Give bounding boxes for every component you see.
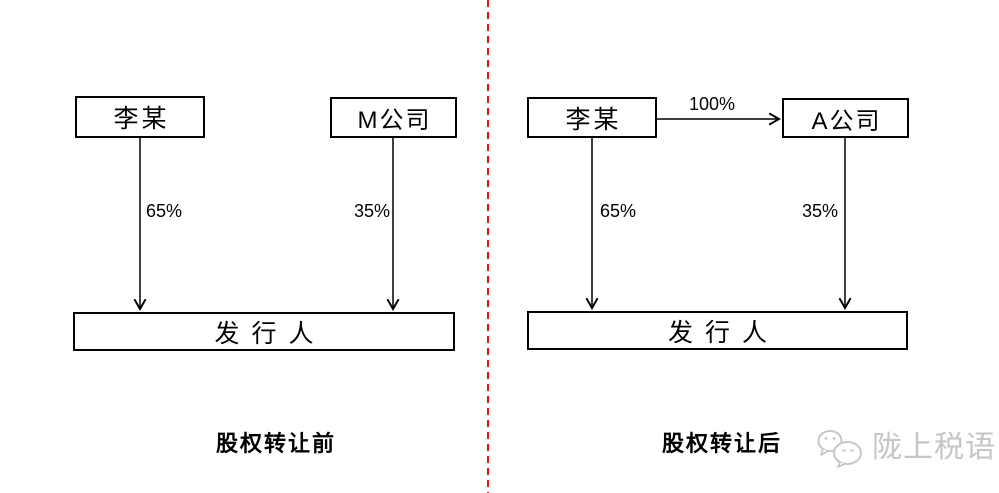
watermark-text: 陇上税语	[872, 430, 996, 465]
node-before-issuer: 发行人	[73, 312, 455, 351]
label-after-transfer-share: 100%	[688, 94, 736, 114]
node-after-parent1: 李某	[527, 97, 657, 138]
node-before-parent2: M公司	[330, 97, 457, 138]
label-before-parent2-share: 35%	[353, 201, 390, 221]
node-before-parent1: 李某	[75, 96, 205, 138]
label-before-parent1-share: 65%	[146, 201, 183, 221]
wechat-logo-icon	[817, 430, 862, 468]
caption-after: 股权转让后	[661, 431, 782, 457]
label-after-parent2-share: 35%	[801, 201, 838, 221]
label-after-parent1-share: 65%	[600, 201, 637, 221]
node-after-parent2: A公司	[782, 98, 909, 138]
caption-before: 股权转让前	[215, 431, 336, 457]
node-after-issuer: 发行人	[527, 311, 908, 350]
watermark: 陇上税语	[816, 428, 996, 468]
